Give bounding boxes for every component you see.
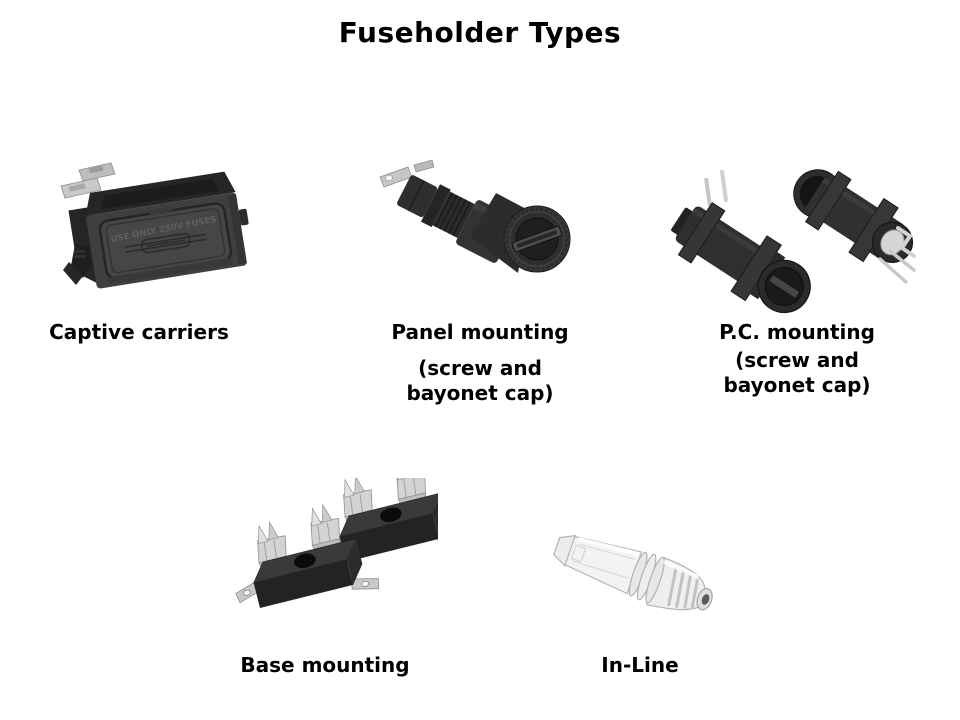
caption-base-mounting: Base mounting: [240, 653, 410, 677]
carrier-body: USE ONLY 250V FUSES: [68, 171, 249, 289]
terminal-blades: [379, 159, 435, 188]
inline-photo: [552, 520, 727, 625]
caption-captive-carriers: Captive carriers: [49, 320, 229, 344]
base-mounting-illustration: [218, 478, 438, 628]
page-title: Fuseholder Types: [338, 16, 622, 49]
pc-mounting-photo: [668, 158, 918, 318]
caption-in-line: In-Line: [601, 653, 679, 677]
subcaption-pc-mounting: (screw and bayonet cap): [723, 348, 871, 397]
subcaption-panel-mounting: (screw and bayonet cap): [406, 356, 554, 405]
captive-carrier-illustration: USE ONLY 250V FUSES: [60, 162, 249, 289]
panel-mounting-illustration: [379, 159, 571, 273]
pc-pins-right-unit: [878, 226, 916, 284]
caption-panel-mounting: Panel mounting: [391, 320, 569, 344]
pc-pins-left-unit: [704, 169, 729, 207]
base-mounting-photo: [218, 478, 438, 628]
captive-carrier-photo: USE ONLY 250V FUSES: [45, 158, 255, 298]
fuse-symbol: [124, 232, 207, 254]
pc-unit-left: [671, 202, 811, 314]
terminal-blades: [60, 162, 116, 199]
inline-body: [553, 534, 713, 611]
pc-mounting-illustration: [671, 169, 916, 314]
carrier-latch: [63, 244, 91, 285]
grip-ribs: [667, 567, 699, 610]
caption-pc-mounting: P.C. mounting: [719, 320, 875, 344]
coin-slot: [512, 225, 562, 253]
inline-illustration: [553, 534, 713, 611]
bayonet-cap: [503, 205, 571, 273]
panel-mounting-photo: [378, 153, 578, 283]
pc-unit-right: [793, 169, 914, 263]
